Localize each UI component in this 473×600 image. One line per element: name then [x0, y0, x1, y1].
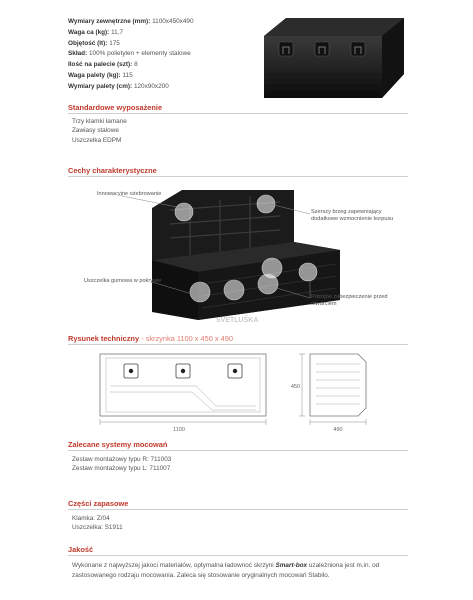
- divider: [68, 450, 408, 451]
- spec-row: Wymiary zewnętrzne (mm): 1100x450x490: [68, 18, 194, 25]
- quality-title: Jakość: [68, 545, 94, 554]
- spec-row: Wymiary palety (cm): 120x90x200: [68, 82, 169, 90]
- callout-gasket: Uszczelka gumowa w pokrywie: [84, 278, 162, 284]
- technical-title: Rysunek techniczny - skrzynka 1100 x 450…: [68, 334, 234, 343]
- spec-row: Waga palety (kg): 115: [68, 71, 133, 79]
- list-item: Uszczelka: S1911: [72, 524, 123, 532]
- standard-list: Trzy klamki łamane Zawiasy stalowe Uszcz…: [72, 117, 127, 145]
- dim-depth-label: 490: [333, 427, 342, 433]
- mounting-title: Zalecane systemy mocowań: [68, 440, 168, 449]
- divider: [68, 113, 408, 114]
- spec-row: Skład: 100% polietylen + elementy stalow…: [68, 50, 191, 58]
- list-item: Klamka: Z/04: [72, 515, 110, 522]
- brand-name: Smart-box: [275, 562, 308, 569]
- list-item: Uszczelka EDPM: [72, 136, 122, 144]
- standard-title: Standardowe wyposażenie: [68, 103, 163, 112]
- spec-row: Ilość na palecie (szt): 8: [68, 61, 138, 69]
- callout-edge: Szerszy brzeg zapewniający dodatkowe wzm…: [311, 209, 394, 222]
- spares-list: Klamka: Z/04 Uszczelka: S1911: [72, 514, 123, 533]
- technical-drawing: 1100 450 490: [99, 353, 367, 433]
- mounting-list: Zestaw montażowy typu R: 711003 Zestaw m…: [72, 455, 171, 474]
- quality-text: Wykonane z najwyższej jakoci materiałów,…: [72, 562, 380, 579]
- spec-row: Waga ca (kg): 11,7: [68, 28, 124, 36]
- product-photo-open: SVETLUŠKA: [121, 190, 340, 324]
- divider: [68, 176, 408, 177]
- callout-ribbing: Innowacyjne ożebrowanie: [97, 191, 162, 197]
- spares-title: Części zapasowe: [68, 499, 129, 508]
- spec-row: Objętość (lt): 175: [68, 39, 120, 47]
- list-item: Zestaw montażowy typu R: 711003: [72, 456, 172, 463]
- divider: [68, 555, 408, 556]
- callout-protection: Potrójne zabezpieczenie przed otwarciem: [311, 294, 388, 307]
- product-photo-closed: [264, 18, 404, 98]
- features-title: Cechy charakterystyczne: [68, 166, 157, 175]
- list-item: Trzy klamki łamane: [72, 118, 127, 125]
- divider: [68, 509, 408, 510]
- list-item: Zawiasy stalowe: [72, 127, 119, 135]
- spec-list: Wymiary zewnętrzne (mm): 1100x450x490 Wa…: [68, 17, 268, 93]
- watermark: SVETLUŠKA: [216, 315, 258, 324]
- dim-width-label: 1100: [173, 427, 185, 433]
- dim-height-label: 450: [291, 384, 300, 390]
- list-item: Zestaw montażowy typu L: 711007: [72, 465, 171, 473]
- divider: [68, 344, 408, 345]
